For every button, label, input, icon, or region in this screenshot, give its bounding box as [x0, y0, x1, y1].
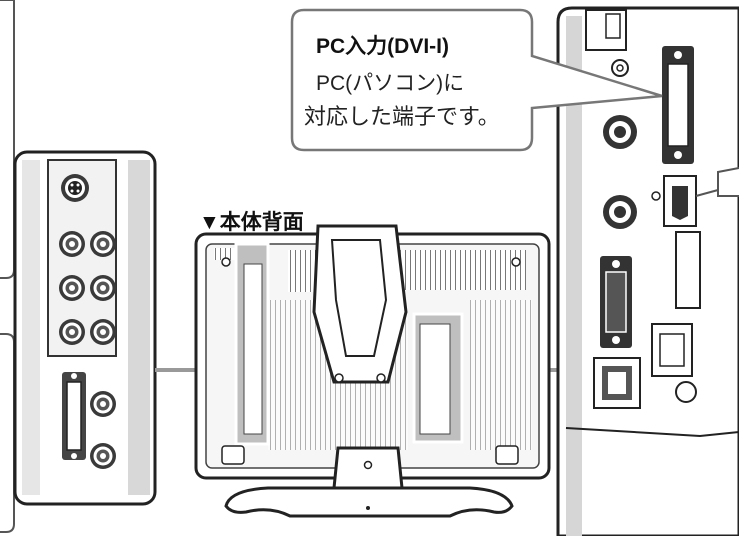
- callout-line-2: PC(パソコン)に: [316, 72, 465, 95]
- d-terminal-connector: [62, 372, 86, 460]
- s-video-jack: [61, 174, 89, 202]
- rca-jack: [59, 231, 85, 257]
- phone-port: [593, 357, 641, 409]
- rca-jack: [90, 391, 116, 417]
- left-terminal-panel: [13, 150, 157, 506]
- antenna-connector: [603, 115, 637, 149]
- hdmi-callout: [717, 167, 739, 197]
- audio-jack: [675, 381, 697, 403]
- dvi-callout-bubble: [290, 8, 663, 152]
- rca-jack: [90, 231, 116, 257]
- rca-jack: [90, 319, 116, 345]
- vga-connector: [600, 256, 632, 348]
- callout-line-3: 対応した端子です。: [304, 104, 500, 129]
- back-view-label: ▼本体背面: [199, 211, 304, 234]
- left-callout-bottom: [0, 333, 15, 533]
- right-terminal-panel: [556, 6, 739, 536]
- tv-stand: [224, 446, 514, 518]
- rca-jack: [90, 443, 116, 469]
- dvi-i-connector: [662, 46, 694, 164]
- antenna-connector: [603, 195, 637, 229]
- rca-jack: [90, 275, 116, 301]
- dvi-callout-text: PC入力(DVI-I) PC(パソコン)に 対応した端子です。: [292, 10, 532, 150]
- rca-jack: [59, 319, 85, 345]
- hdmi-connector: [663, 175, 697, 227]
- lan-port: [651, 323, 693, 377]
- callout-title: PC入力(DVI-I): [316, 35, 449, 58]
- tv-back-illustration: [194, 224, 551, 480]
- rca-jack: [59, 275, 85, 301]
- left-callout-top: [0, 0, 15, 279]
